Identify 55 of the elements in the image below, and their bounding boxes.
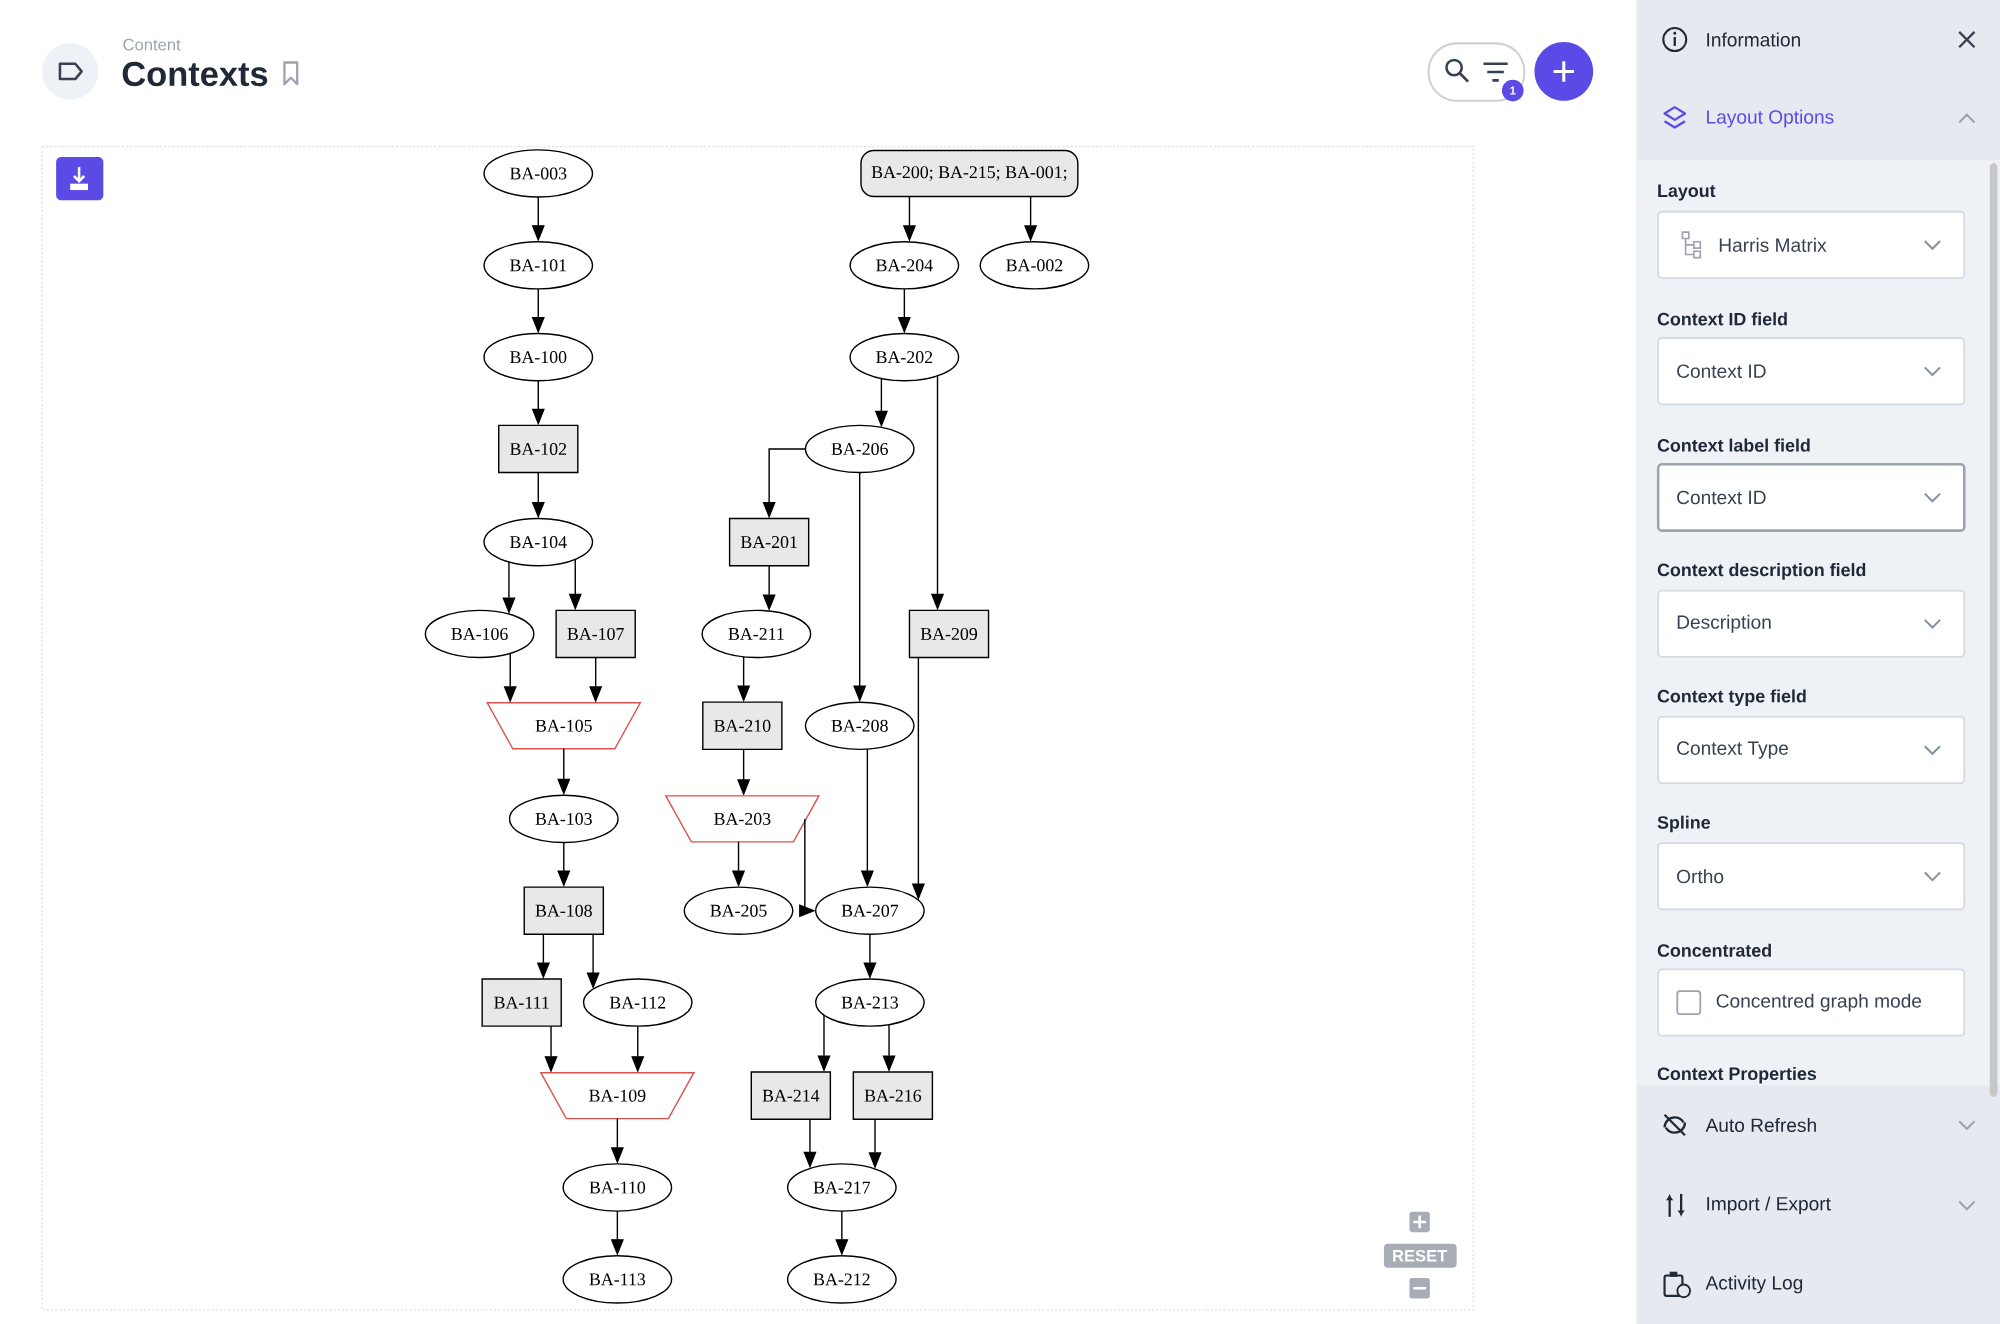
select-field: Description: [1657, 589, 1966, 658]
ellipse-node: BA-213: [815, 978, 925, 1027]
ellipse-node: BA-202: [849, 332, 960, 382]
trapezoid-node: BA-105: [486, 702, 642, 750]
ellipse-node: BA-103: [508, 794, 619, 844]
ellipse-node: BA-101: [483, 241, 594, 290]
menu-item: Activity Log: [1705, 1275, 1803, 1294]
ellipse-node: BA-207: [815, 886, 925, 936]
field-label: Spline: [1657, 815, 1711, 833]
rectangle-node: BA-210: [702, 701, 783, 751]
rectangle-node: BA-108: [523, 886, 605, 936]
field-label: Context description field: [1657, 563, 1866, 580]
rectangle-node: BA-201: [728, 517, 810, 567]
ellipse-node: BA-212: [786, 1255, 897, 1304]
rectangle-node: BA-209: [908, 609, 990, 659]
select-field: Ortho: [1657, 842, 1966, 911]
badge-count: 1: [1501, 79, 1524, 102]
field-label: Layout: [1658, 184, 1716, 201]
rectangle-node: BA-111: [481, 978, 562, 1027]
ellipse-node: BA-113: [562, 1255, 673, 1304]
ellipse-node: BA-112: [582, 978, 693, 1027]
ellipse-node: BA-211: [701, 609, 812, 659]
panel-heading: Information: [1707, 32, 1800, 47]
page-title: Contexts: [122, 61, 268, 87]
menu-item: Auto Refresh: [1705, 1118, 1816, 1133]
ellipse-node: BA-204: [849, 241, 960, 290]
rectangle-node: BA-214: [750, 1071, 832, 1120]
field-label: Concentrated: [1657, 943, 1771, 957]
rectangle-node: BA-107: [555, 609, 636, 659]
ellipse-node: BA-206: [804, 424, 915, 474]
select-field: Context ID: [1656, 463, 1966, 532]
select-field: Context ID: [1657, 337, 1966, 406]
checkbox-option: Concentred graph mode: [1657, 968, 1966, 1037]
rectangle-node: BA-216: [852, 1071, 934, 1120]
reset-button: RESET: [1383, 1243, 1457, 1268]
menu-item: Import / Export: [1707, 1196, 1831, 1215]
ellipse-node: BA-110: [562, 1163, 673, 1212]
field-label: Context label field: [1657, 438, 1810, 452]
ellipse-node: BA-205: [683, 886, 794, 936]
rounded-box: BA-200; BA-215; BA-001;: [860, 149, 1079, 198]
breadcrumb-text: Content: [123, 38, 181, 51]
ellipse-node: BA-100: [483, 332, 594, 382]
field-label: Context type field: [1657, 689, 1806, 707]
field-label: Context Properties: [1657, 1066, 1817, 1084]
ellipse-node: BA-217: [786, 1163, 897, 1212]
rectangle-node: BA-102: [498, 424, 579, 474]
ellipse-node: BA-208: [804, 701, 915, 751]
select-field: Context Type: [1657, 715, 1966, 785]
field-label: Context ID field: [1657, 312, 1787, 326]
ellipse-node: BA-106: [424, 609, 535, 659]
ellipse-node: BA-002: [979, 241, 1090, 290]
ellipse-node: BA-104: [483, 517, 594, 567]
select-field: Harris Matrix: [1657, 210, 1966, 279]
ellipse-node: BA-003: [483, 149, 594, 198]
section-heading: Layout Options: [1707, 109, 1834, 128]
